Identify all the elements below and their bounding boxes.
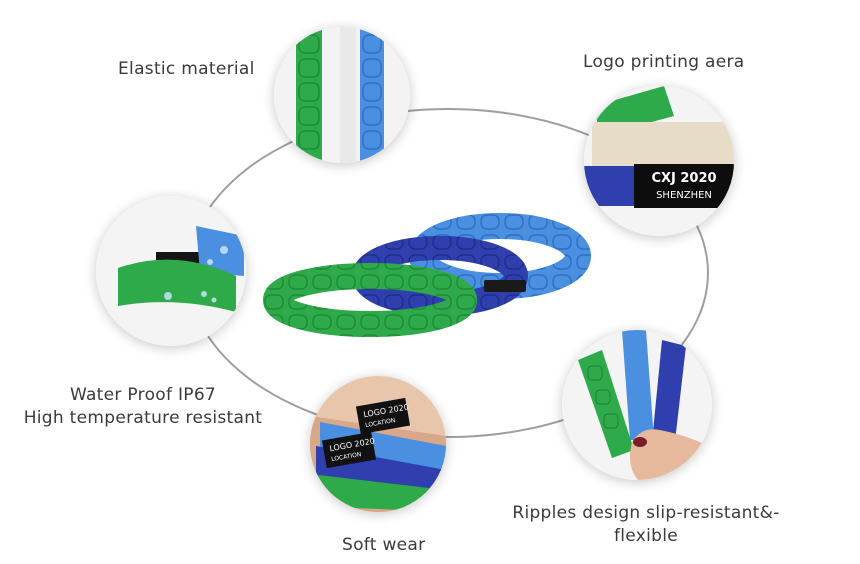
printed-tag-line1: CXJ 2020: [651, 171, 716, 186]
ripples-design-bubble: [562, 330, 712, 480]
logo-printing-image: CXJ 2020 SHENZHEN: [584, 86, 734, 236]
soft-wear-bubble: LOGO 2020 LOCATION LOGO 2020 LOCATION: [310, 376, 446, 512]
soft-wear-image: LOGO 2020 LOCATION LOGO 2020 LOCATION: [310, 376, 446, 512]
water-proof-label-line1: Water Proof IP67: [69, 385, 217, 405]
elastic-material-label: Elastic material: [118, 59, 255, 79]
ripples-design-label: Ripples design slip-resistant&- flexible: [500, 502, 792, 548]
elastic-material-bubble: [274, 27, 410, 163]
center-wristbands-image: [263, 213, 591, 337]
water-proof-image: [96, 196, 246, 346]
elastic-strips-image: [274, 27, 410, 163]
water-proof-label-line2: High temperature resistant: [23, 408, 263, 428]
logo-printing-bubble: CXJ 2020 SHENZHEN: [584, 86, 734, 236]
water-proof-bubble: [96, 196, 246, 346]
ripples-design-image: [562, 330, 712, 480]
ripples-design-label-line1: Ripples design slip-resistant&-: [512, 503, 780, 523]
logo-printing-label: Logo printing aera: [583, 52, 745, 72]
ripples-design-label-line2: flexible: [613, 526, 679, 546]
printed-tag-line2: SHENZHEN: [656, 190, 712, 201]
soft-wear-label: Soft wear: [342, 535, 426, 555]
water-proof-label: Water Proof IP67 High temperature resist…: [22, 384, 264, 430]
